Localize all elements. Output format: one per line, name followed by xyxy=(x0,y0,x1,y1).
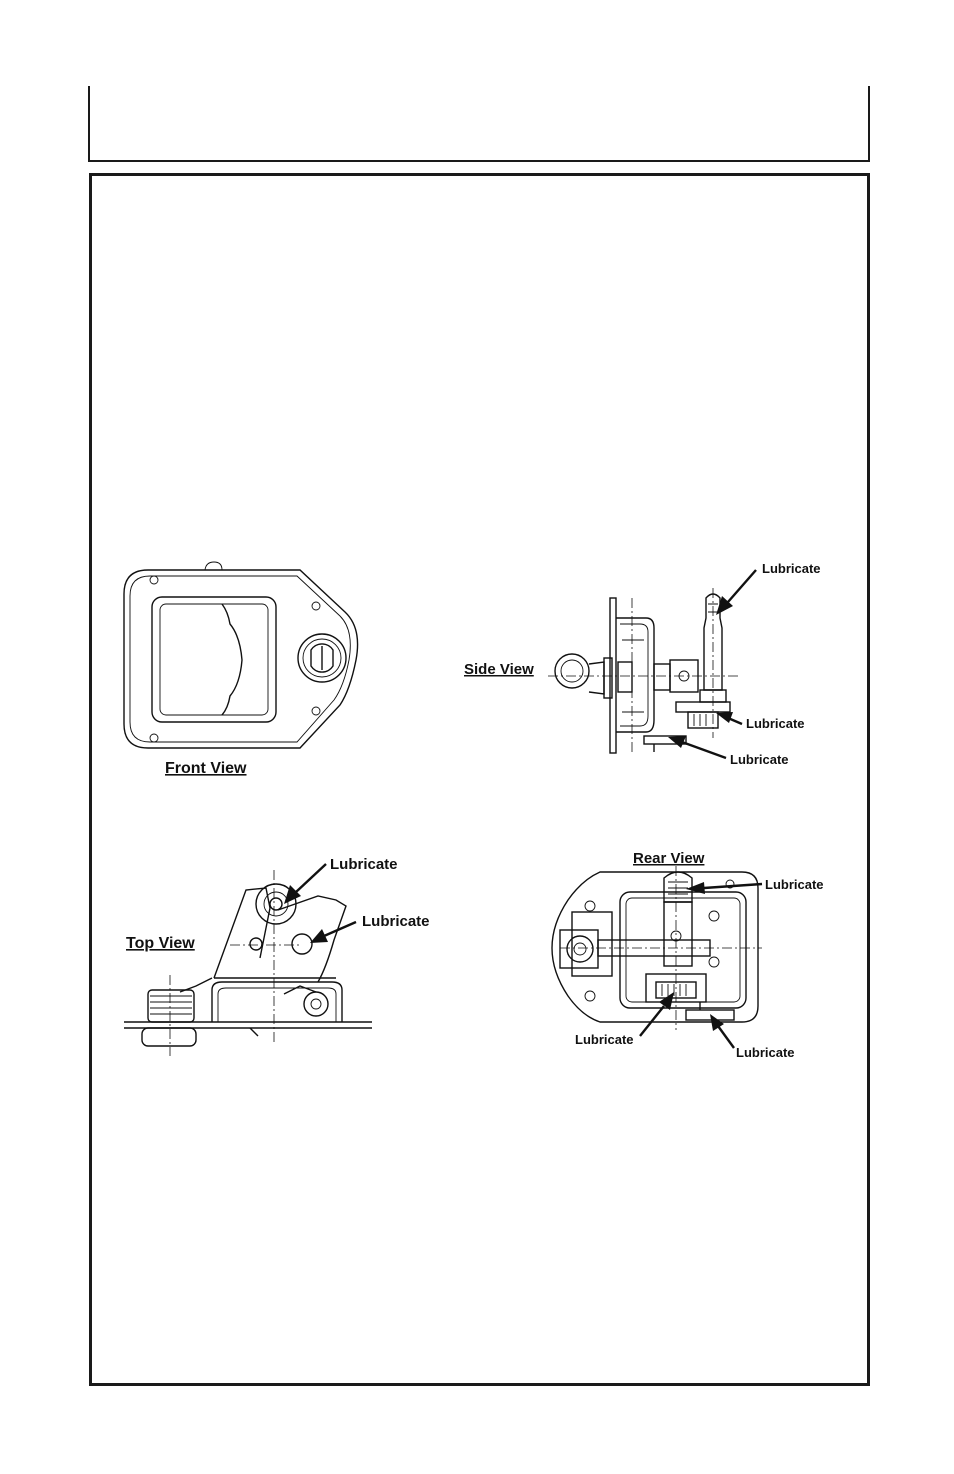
top-callout-2: Lubricate xyxy=(310,913,430,943)
side-callout-middle: Lubricate xyxy=(716,712,805,731)
top-lubricate-label-1: Lubricate xyxy=(330,856,398,873)
rear-callout-bottom-left: Lubricate xyxy=(575,992,674,1047)
side-lubricate-label-3: Lubricate xyxy=(730,752,789,767)
side-view-title: Side View xyxy=(464,661,534,678)
rear-lubricate-label-3: Lubricate xyxy=(736,1045,795,1060)
side-lubricate-label-2: Lubricate xyxy=(746,716,805,731)
top-view-title: Top View xyxy=(126,935,195,952)
rear-view-drawing xyxy=(552,866,762,1030)
side-view-drawing xyxy=(548,588,740,753)
front-view-title: Front View xyxy=(165,760,247,777)
top-lubricate-label-2: Lubricate xyxy=(362,913,430,930)
rear-view-title: Rear View xyxy=(633,850,705,867)
rear-lubricate-label-1: Lubricate xyxy=(765,877,824,892)
rear-lubricate-label-2: Lubricate xyxy=(575,1032,634,1047)
rear-callout-bottom-right: Lubricate xyxy=(710,1014,795,1060)
side-lubricate-label-1: Lubricate xyxy=(762,561,821,576)
top-view-drawing xyxy=(124,870,372,1056)
side-callout-top: Lubricate xyxy=(716,561,821,615)
top-callout-1: Lubricate xyxy=(284,856,398,904)
front-view-drawing xyxy=(124,562,358,748)
